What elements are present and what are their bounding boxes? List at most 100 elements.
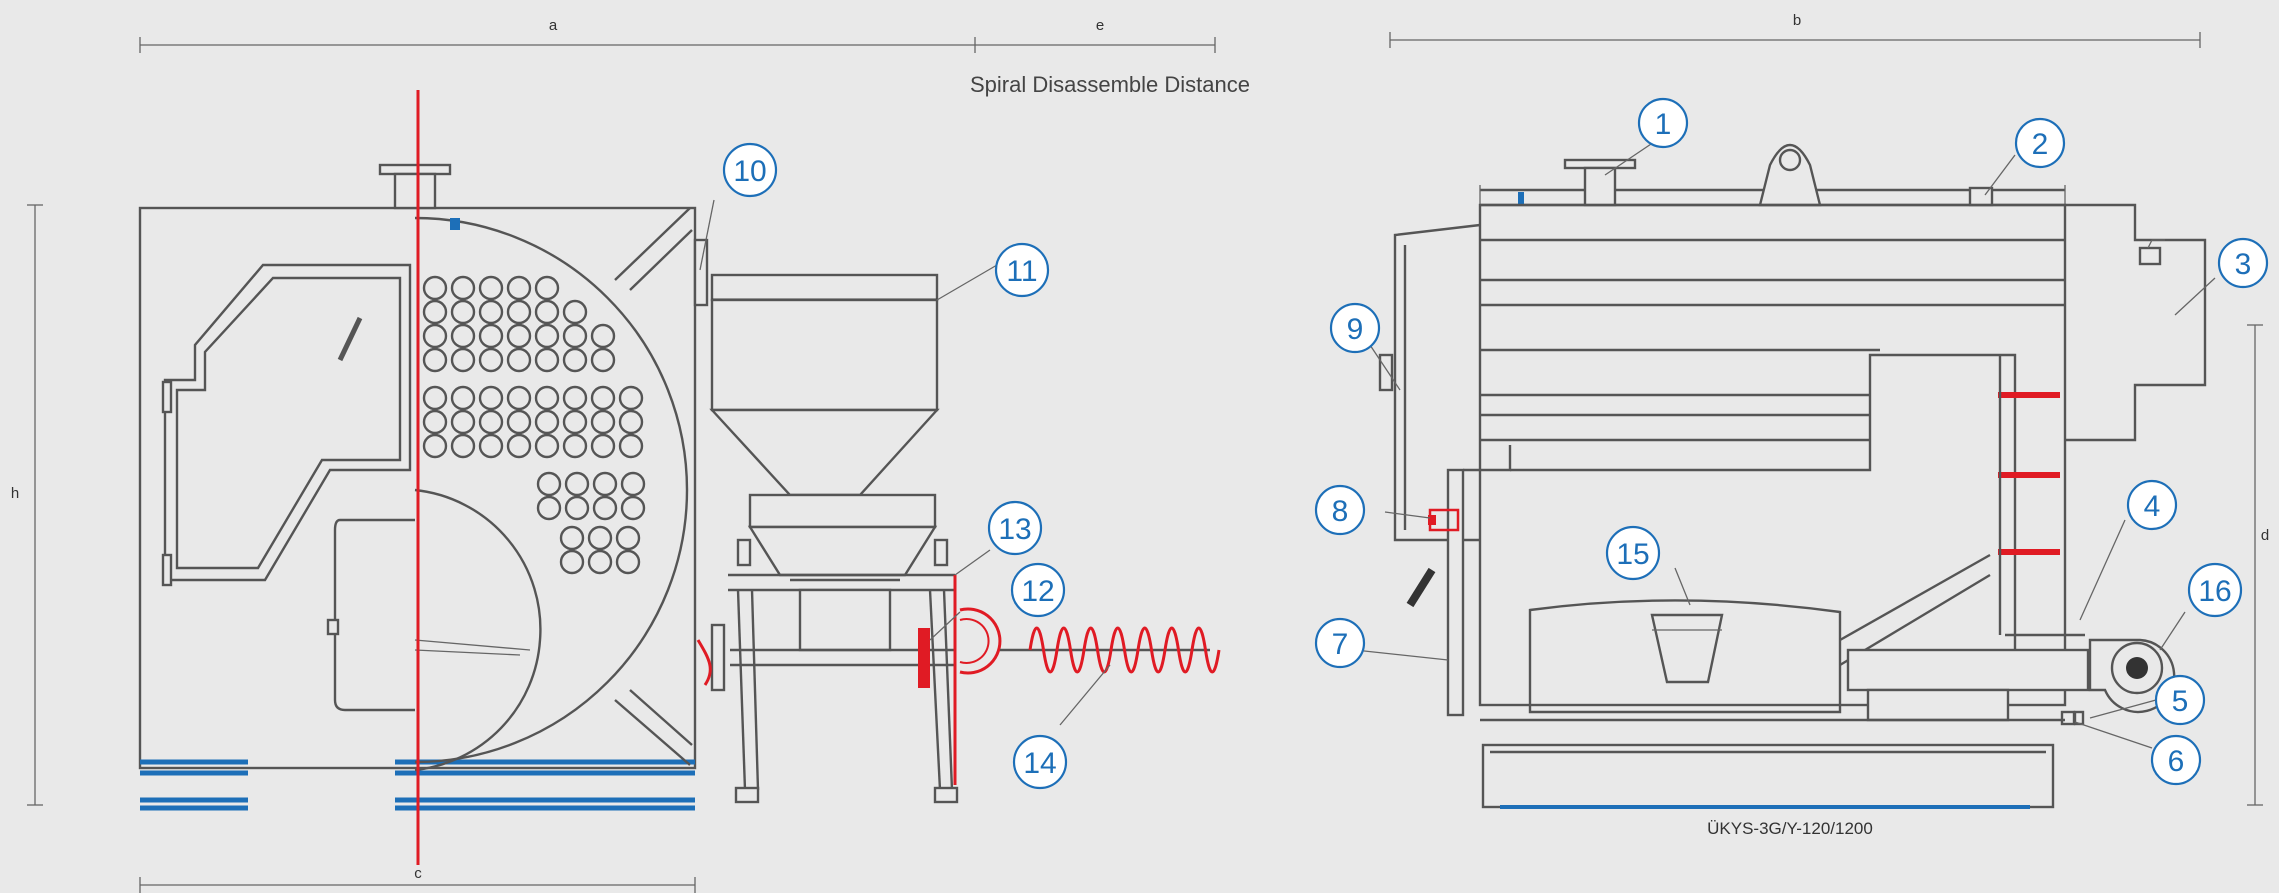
fire-tube [478, 433, 504, 459]
fire-tube [590, 385, 616, 411]
svg-text:3: 3 [2235, 248, 2252, 281]
fire-tube [534, 323, 560, 349]
svg-text:2: 2 [2032, 128, 2049, 161]
fire-tube [562, 409, 588, 435]
callout-16: 16 [2187, 562, 2243, 618]
fire-tube [506, 385, 532, 411]
fire-tube [592, 495, 618, 521]
spiral-disassemble-note: Spiral Disassemble Distance [970, 72, 1250, 97]
callout-13: 13 [987, 500, 1043, 556]
fire-tube [422, 323, 448, 349]
fire-tube [564, 495, 590, 521]
fire-tube [562, 299, 588, 325]
fire-tube [450, 347, 476, 373]
fire-tube [536, 471, 562, 497]
fire-tube [562, 385, 588, 411]
callout-6: 6 [2150, 734, 2202, 786]
svg-text:1: 1 [1655, 108, 1672, 141]
dim-e-label: e [1096, 17, 1104, 34]
callout-15: 15 [1605, 525, 1661, 581]
fire-tube [422, 409, 448, 435]
callout-10: 10 [722, 142, 778, 198]
svg-text:11: 11 [1006, 255, 1037, 288]
svg-text:13: 13 [998, 513, 1031, 546]
fire-tube [478, 347, 504, 373]
hopper-feeder-assembly [693, 238, 1221, 804]
fire-tube [620, 471, 646, 497]
fire-tube [536, 495, 562, 521]
fire-tube [478, 299, 504, 325]
svg-text:5: 5 [2172, 685, 2189, 718]
fire-tube [450, 385, 476, 411]
svg-text:10: 10 [733, 155, 766, 188]
callout-2: 2 [2014, 117, 2066, 169]
fire-tube [534, 385, 560, 411]
fire-tube [478, 323, 504, 349]
fire-tube [559, 525, 585, 551]
fire-tube [450, 433, 476, 459]
svg-text:14: 14 [1023, 747, 1056, 780]
callout-11: 11 [994, 242, 1050, 298]
fire-tube [562, 323, 588, 349]
svg-text:8: 8 [1332, 495, 1349, 528]
svg-text:6: 6 [2168, 745, 2185, 778]
fire-tube [422, 433, 448, 459]
fire-tube [478, 385, 504, 411]
fire-tube [478, 275, 504, 301]
fire-tube [506, 347, 532, 373]
fire-tube [618, 385, 644, 411]
fire-tube [506, 323, 532, 349]
callout-7: 7 [1314, 617, 1366, 669]
fire-tube [615, 525, 641, 551]
callout-9: 9 [1329, 302, 1381, 354]
dim-b-label: b [1793, 12, 1801, 29]
fire-tube [534, 347, 560, 373]
fire-tube [506, 409, 532, 435]
fire-tube [422, 347, 448, 373]
fire-tube [478, 409, 504, 435]
fire-tube [534, 275, 560, 301]
model-label: ÜKYS-3G/Y-120/1200 [1707, 819, 1873, 838]
svg-text:7: 7 [1332, 628, 1349, 661]
fire-tube [506, 299, 532, 325]
dim-h-label: h [11, 485, 19, 502]
fire-tube [450, 409, 476, 435]
boiler-front-view [138, 90, 697, 865]
fire-tube [450, 275, 476, 301]
fire-tube [422, 385, 448, 411]
svg-text:16: 16 [2198, 575, 2231, 608]
dim-d-label: d [2261, 527, 2269, 544]
callout-5: 5 [2154, 674, 2206, 726]
svg-text:9: 9 [1347, 313, 1364, 346]
fire-tube [562, 433, 588, 459]
fire-tube [618, 433, 644, 459]
fire-tube [618, 409, 644, 435]
fire-tube [506, 433, 532, 459]
fire-tube [590, 347, 616, 373]
callout-1: 1 [1637, 97, 1689, 149]
fire-tube [422, 275, 448, 301]
fire-tube [590, 433, 616, 459]
callout-3: 3 [2217, 237, 2269, 289]
fire-tube [590, 409, 616, 435]
fire-tube [534, 409, 560, 435]
fire-tube [587, 525, 613, 551]
fire-tube [590, 323, 616, 349]
fire-tube [450, 323, 476, 349]
fire-tube [450, 299, 476, 325]
dim-a-label: a [549, 17, 558, 34]
callout-12: 12 [1010, 562, 1066, 618]
svg-text:4: 4 [2144, 490, 2161, 523]
callout-8: 8 [1314, 484, 1366, 536]
fire-tube [506, 275, 532, 301]
fire-tube [562, 347, 588, 373]
callout-14: 14 [1012, 734, 1068, 790]
svg-text:15: 15 [1616, 538, 1649, 571]
fire-tube [587, 549, 613, 575]
fire-tube [559, 549, 585, 575]
dim-c-label: c [414, 865, 422, 882]
fire-tube [620, 495, 646, 521]
fire-tube [534, 433, 560, 459]
svg-text:12: 12 [1021, 575, 1054, 608]
